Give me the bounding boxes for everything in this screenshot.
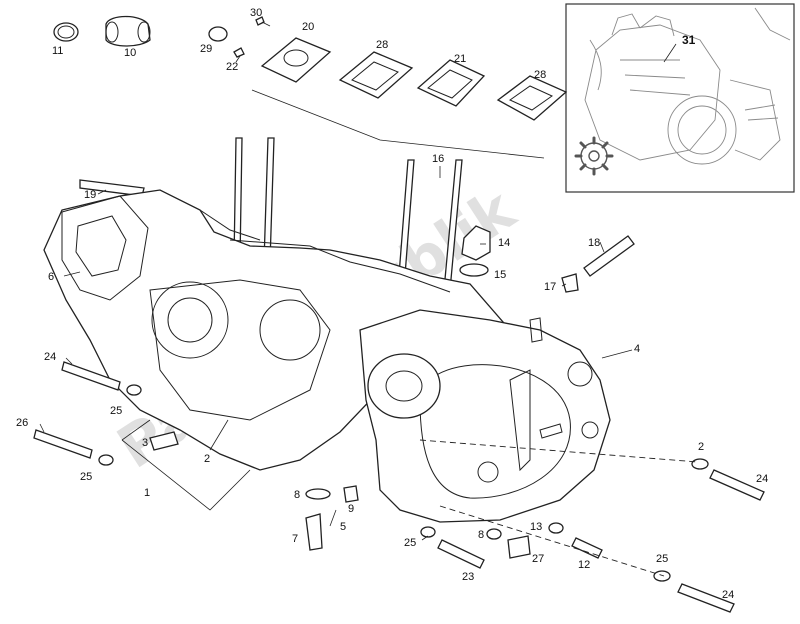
callout-13: 13: [530, 521, 542, 533]
callout-19: 19: [84, 189, 96, 201]
callout-24-bottom-right: 24: [722, 589, 734, 601]
callout-27: 27: [532, 553, 544, 565]
callout-24-left: 24: [44, 351, 56, 363]
crankcase-right-cover: [359, 309, 611, 523]
callout-28-right: 28: [534, 69, 546, 81]
callout-2-left: 2: [204, 453, 210, 465]
callout-25-left-lower: 25: [80, 471, 92, 483]
callout-25-bottom-left: 25: [404, 537, 416, 549]
callout-8-left: 8: [294, 489, 300, 501]
callout-26: 26: [16, 417, 28, 429]
callout-20: 20: [302, 21, 314, 33]
callout-16: 16: [432, 153, 444, 165]
callout-21: 21: [454, 53, 466, 65]
top-small-parts: [53, 15, 568, 159]
callout-15: 15: [494, 269, 506, 281]
callout-7: 7: [292, 533, 298, 545]
callout-3: 3: [142, 437, 148, 449]
callout-8-bottom: 8: [478, 529, 484, 541]
gear-icon: [574, 136, 614, 176]
callout-14: 14: [498, 237, 510, 249]
callout-2-right: 2: [698, 441, 704, 453]
leader-lines: [39, 21, 633, 541]
crankcase-left: [43, 189, 511, 471]
callout-25-bottom-right: 25: [656, 553, 668, 565]
callout-9: 9: [348, 503, 354, 515]
alignment-lines: [121, 419, 699, 577]
oil-plug: [459, 225, 491, 277]
callout-23: 23: [462, 571, 474, 583]
studs-and-bolts: [79, 137, 463, 291]
callout-18: 18: [588, 237, 600, 249]
inset-label: 31: [682, 33, 696, 47]
callout-10: 10: [124, 47, 136, 59]
callout-30: 30: [250, 7, 262, 19]
breather-hose: [561, 235, 635, 293]
callout-25-left-upper: 25: [110, 405, 122, 417]
bottom-small-parts: [305, 458, 765, 613]
callout-4: 4: [634, 343, 640, 355]
callout-labels: 11 10 30 20 29 22 28 21 28 19 16 14 15 1…: [16, 7, 768, 601]
callout-1: 1: [144, 487, 150, 499]
callout-5: 5: [340, 521, 346, 533]
callout-17: 17: [544, 281, 556, 293]
inset-engine-view: 31: [565, 3, 795, 193]
callout-29: 29: [200, 43, 212, 55]
callout-24-right-upper: 24: [756, 473, 768, 485]
callout-28-top: 28: [376, 39, 388, 51]
callout-12: 12: [578, 559, 590, 571]
callout-22: 22: [226, 61, 238, 73]
left-bolts: [33, 361, 179, 466]
callout-6: 6: [48, 271, 54, 283]
callout-11: 11: [52, 45, 63, 57]
